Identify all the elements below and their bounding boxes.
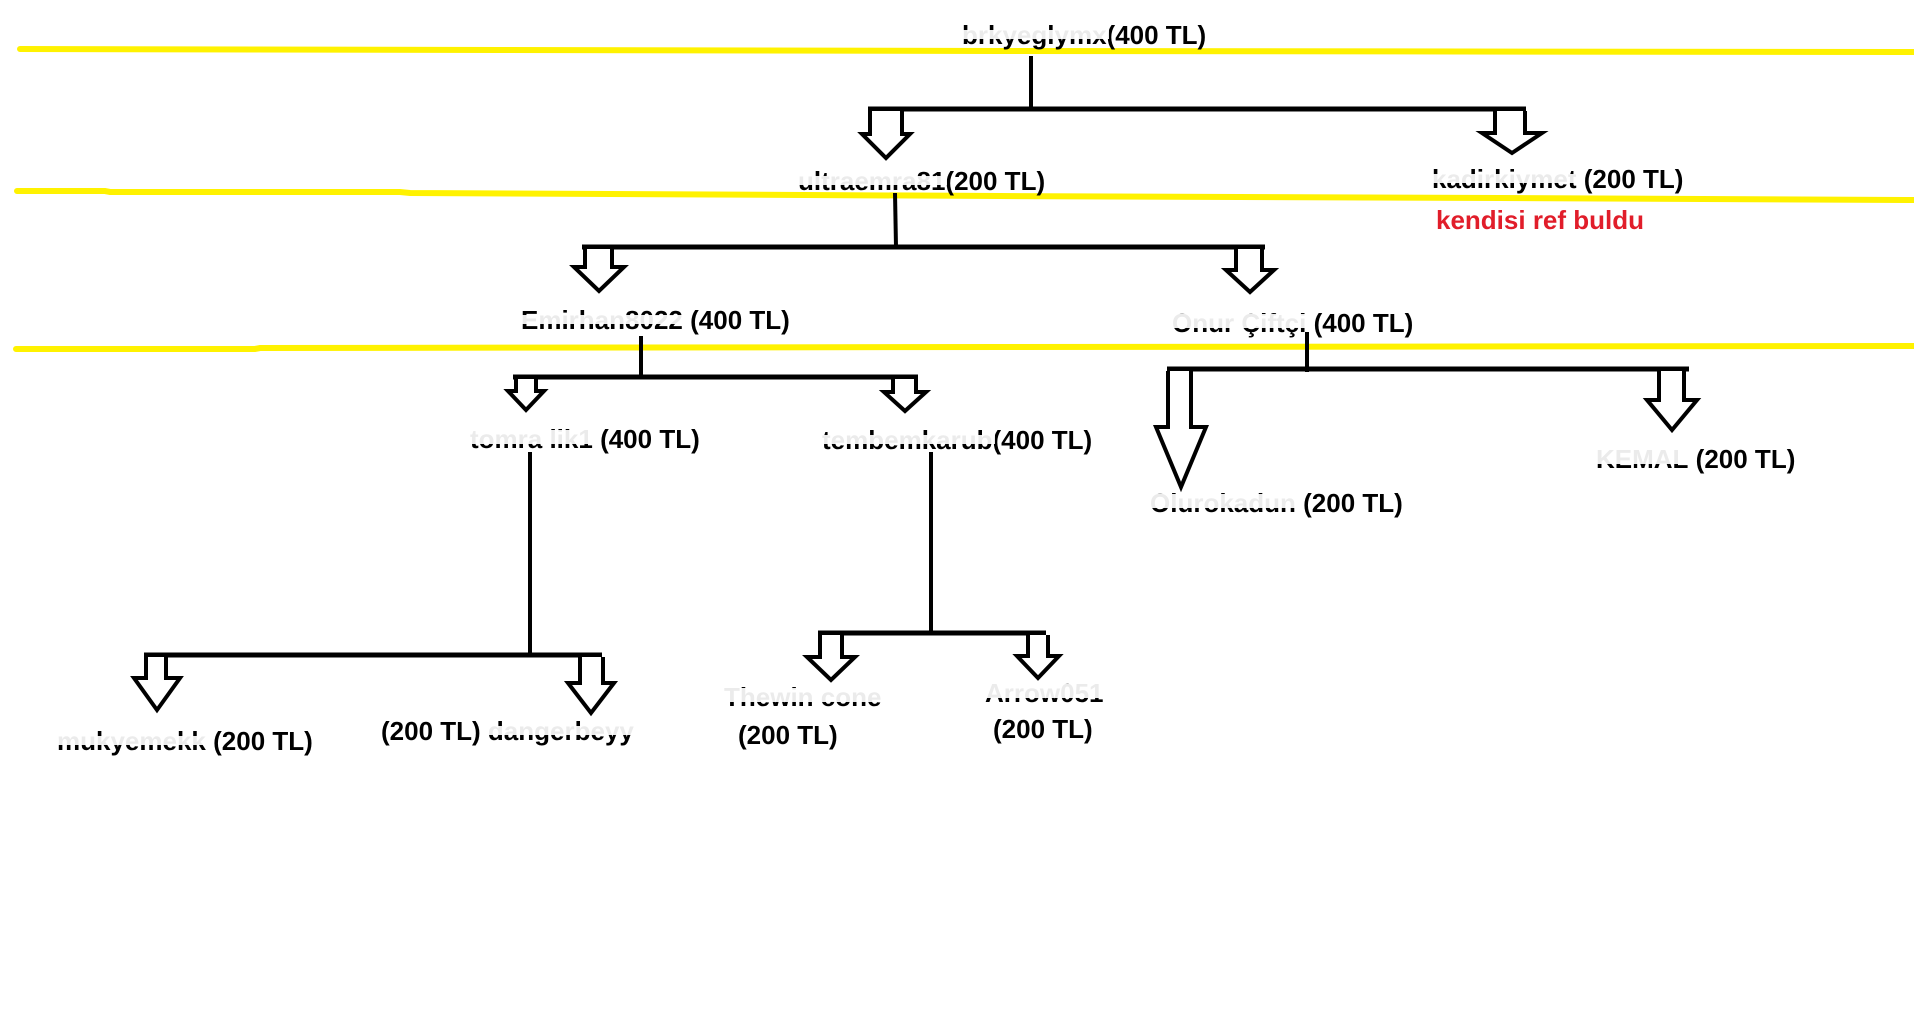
node-name: Emirhan8022 [519,305,685,335]
arrow-to-dangerbeyy-icon [563,657,619,717]
arrow-to-kadirkiymet-icon [1475,111,1549,156]
node-name: mukyemekk [55,726,208,756]
node-kemal: KEMAL (200 TL) [1593,444,1796,474]
node-amount: (200 TL) [213,726,313,756]
arrow-to-kemal-icon [1642,371,1702,434]
node-name: Onur Çiftçi [1169,308,1309,338]
node-name: tembemkarub [820,425,994,455]
node-amount: (200 TL) [1583,164,1684,194]
arrow-to-olurokadun-icon [1153,371,1209,493]
node-amount: (200 TL) [381,716,481,746]
node-name: KEMAL [1593,444,1691,474]
node-tembem: tembemkarub(400 TL) [820,425,1093,455]
node-emirhan: Emirhan8022 (400 TL) [519,305,790,335]
node-amount: (200 TL) [1303,488,1403,518]
node-kadirkiymet: kadirkiymet (200 TL) [1430,164,1684,194]
node-name: ultraemra81 [795,166,948,196]
node-amount: (200 TL) [945,166,1046,196]
arrow-to-ultraemra-icon [857,111,915,161]
node-name: brkyeglymx [960,20,1109,50]
node-name: Arrow051 [983,678,1105,708]
arrow-to-tembem-icon [878,379,932,414]
connectors [144,56,1689,658]
node-amount: (400 TL) [690,305,790,335]
node-arrow051: Arrow051 [983,678,1105,708]
arrow-to-arrow051-icon [1012,635,1064,681]
node-thewin: Thewin cone [721,682,884,712]
node-thewin-amount: (200 TL) [738,720,838,750]
node-amount: (400 TL) [992,425,1093,455]
node-name: kadirkiymet [1430,164,1579,194]
node-ultraemra: ultraemra81(200 TL) [795,166,1046,196]
ultraemra-stem [893,192,898,248]
arrow-to-mukyemekk-icon [130,657,184,714]
arrow-to-tomra-icon [503,379,549,413]
node-amount: (400 TL) [600,424,700,454]
node-amount: (400 TL) [1106,20,1207,50]
node-arrow051-amount: (200 TL) [993,714,1093,744]
node-name: Thewin cone [721,682,884,712]
node-name: dangerbeyy [485,716,636,746]
highlight-line-2 [14,188,1914,203]
highlight-line-3 [13,343,1914,352]
node-tomra: tomra lik1 (400 TL) [468,424,700,454]
node-name: Olurokadun [1148,488,1298,518]
arrow-to-emirhan-icon [569,249,629,294]
node-kadirkiymet-note: kendisi ref buldu [1436,205,1645,235]
arrow-to-thewin-icon [802,635,860,683]
node-root: brkyeglymx(400 TL) [960,20,1207,50]
highlight-line-1 [17,46,1914,55]
node-name: tomra lik1 [468,424,595,454]
node-onur: Onur Çiftçi (400 TL) [1169,308,1414,338]
node-amount: (400 TL) [1313,308,1414,338]
node-amount: (200 TL) [1695,444,1796,474]
node-olurokadun: Olurokadun (200 TL) [1148,488,1403,518]
node-mukyemekk: mukyemekk (200 TL) [55,726,313,756]
node-dangerbeyy: (200 TL) dangerbeyy [381,716,636,746]
arrow-to-onur-icon [1220,249,1280,295]
